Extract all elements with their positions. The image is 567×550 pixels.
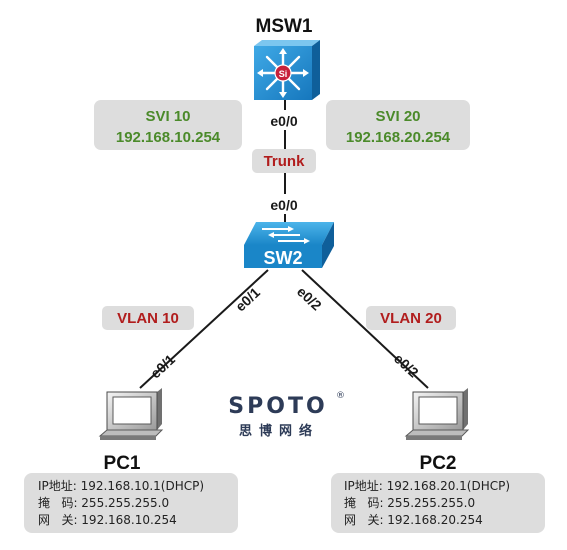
svg-text:VLAN 10: VLAN 10 — [117, 310, 179, 327]
spoto-logo: SPOTO ® 思博网络 — [228, 391, 345, 439]
switch-arrows-icon — [262, 226, 310, 244]
svg-text:VLAN 20: VLAN 20 — [380, 310, 442, 327]
vlan20-label: VLAN 20 — [366, 306, 456, 330]
pc2-mask: 掩 码: 255.255.255.0 — [344, 496, 475, 510]
svg-text:192.168.20.254: 192.168.20.254 — [346, 129, 451, 146]
msw1-side-face — [312, 40, 320, 100]
pc1-gateway: 网 关: 192.168.10.254 — [38, 513, 177, 527]
sw2-top-face — [244, 222, 334, 245]
svi10-label: SVI 10 192.168.10.254 — [94, 100, 242, 150]
vlan10-label: VLAN 10 — [102, 306, 194, 330]
pc1-screen — [112, 396, 152, 425]
msw1-label: MSW1 — [256, 16, 313, 37]
pc1-monitor-side — [157, 388, 162, 430]
sw2-port-e00: e0/0 — [270, 197, 297, 213]
svi20-label: SVI 20 192.168.20.254 — [326, 100, 470, 150]
svg-text:SVI 20: SVI 20 — [375, 108, 420, 125]
pc2-label: PC2 — [420, 453, 457, 474]
sw2-port-e01: e0/1 — [232, 284, 263, 314]
pc2-port-e02: e0/2 — [391, 350, 422, 380]
pc1-device[interactable]: PC1 — [98, 388, 164, 474]
logo-sub-text: 思博网络 — [239, 423, 319, 439]
svg-text:192.168.10.254: 192.168.10.254 — [116, 129, 221, 146]
pc1-mask: 掩 码: 255.255.255.0 — [38, 496, 169, 510]
si-badge-icon — [274, 64, 292, 82]
logo-registered-mark: ® — [336, 391, 345, 401]
sw2-front-face — [244, 245, 322, 268]
pc2-gateway: 网 关: 192.168.20.254 — [344, 513, 483, 527]
pc2-info-box: IP地址: 192.168.20.1(DHCP) 掩 码: 255.255.25… — [331, 473, 545, 533]
msw1-top-face — [254, 40, 320, 46]
pc2-monitor-side — [463, 388, 468, 430]
pc1-keyboard — [98, 429, 164, 437]
pc2-ip: IP地址: 192.168.20.1(DHCP) — [344, 479, 510, 493]
pc2-screen — [418, 396, 458, 425]
pc1-info-box: IP地址: 192.168.10.1(DHCP) 掩 码: 255.255.25… — [24, 473, 238, 533]
msw1-port-e00: e0/0 — [270, 113, 297, 129]
si-badge-label: Si — [279, 69, 288, 79]
msw1-device[interactable]: MSW1 Si — [254, 16, 320, 100]
pc2-keyboard — [404, 429, 470, 437]
sw2-side-face — [322, 222, 334, 268]
pc1-label: PC1 — [104, 453, 141, 474]
svg-text:Trunk: Trunk — [264, 153, 305, 170]
pc1-ip: IP地址: 192.168.10.1(DHCP) — [38, 479, 204, 493]
trunk-label: Trunk — [252, 149, 316, 173]
pc2-device[interactable]: PC2 — [404, 388, 470, 474]
sw2-device[interactable]: SW2 — [244, 222, 334, 268]
link-sw2-pc2 — [301, 269, 429, 389]
logo-main-text: SPOTO — [228, 394, 327, 419]
svg-text:SVI 10: SVI 10 — [145, 108, 190, 125]
link-sw2-pc1 — [139, 269, 269, 389]
sw2-label: SW2 — [263, 248, 302, 268]
